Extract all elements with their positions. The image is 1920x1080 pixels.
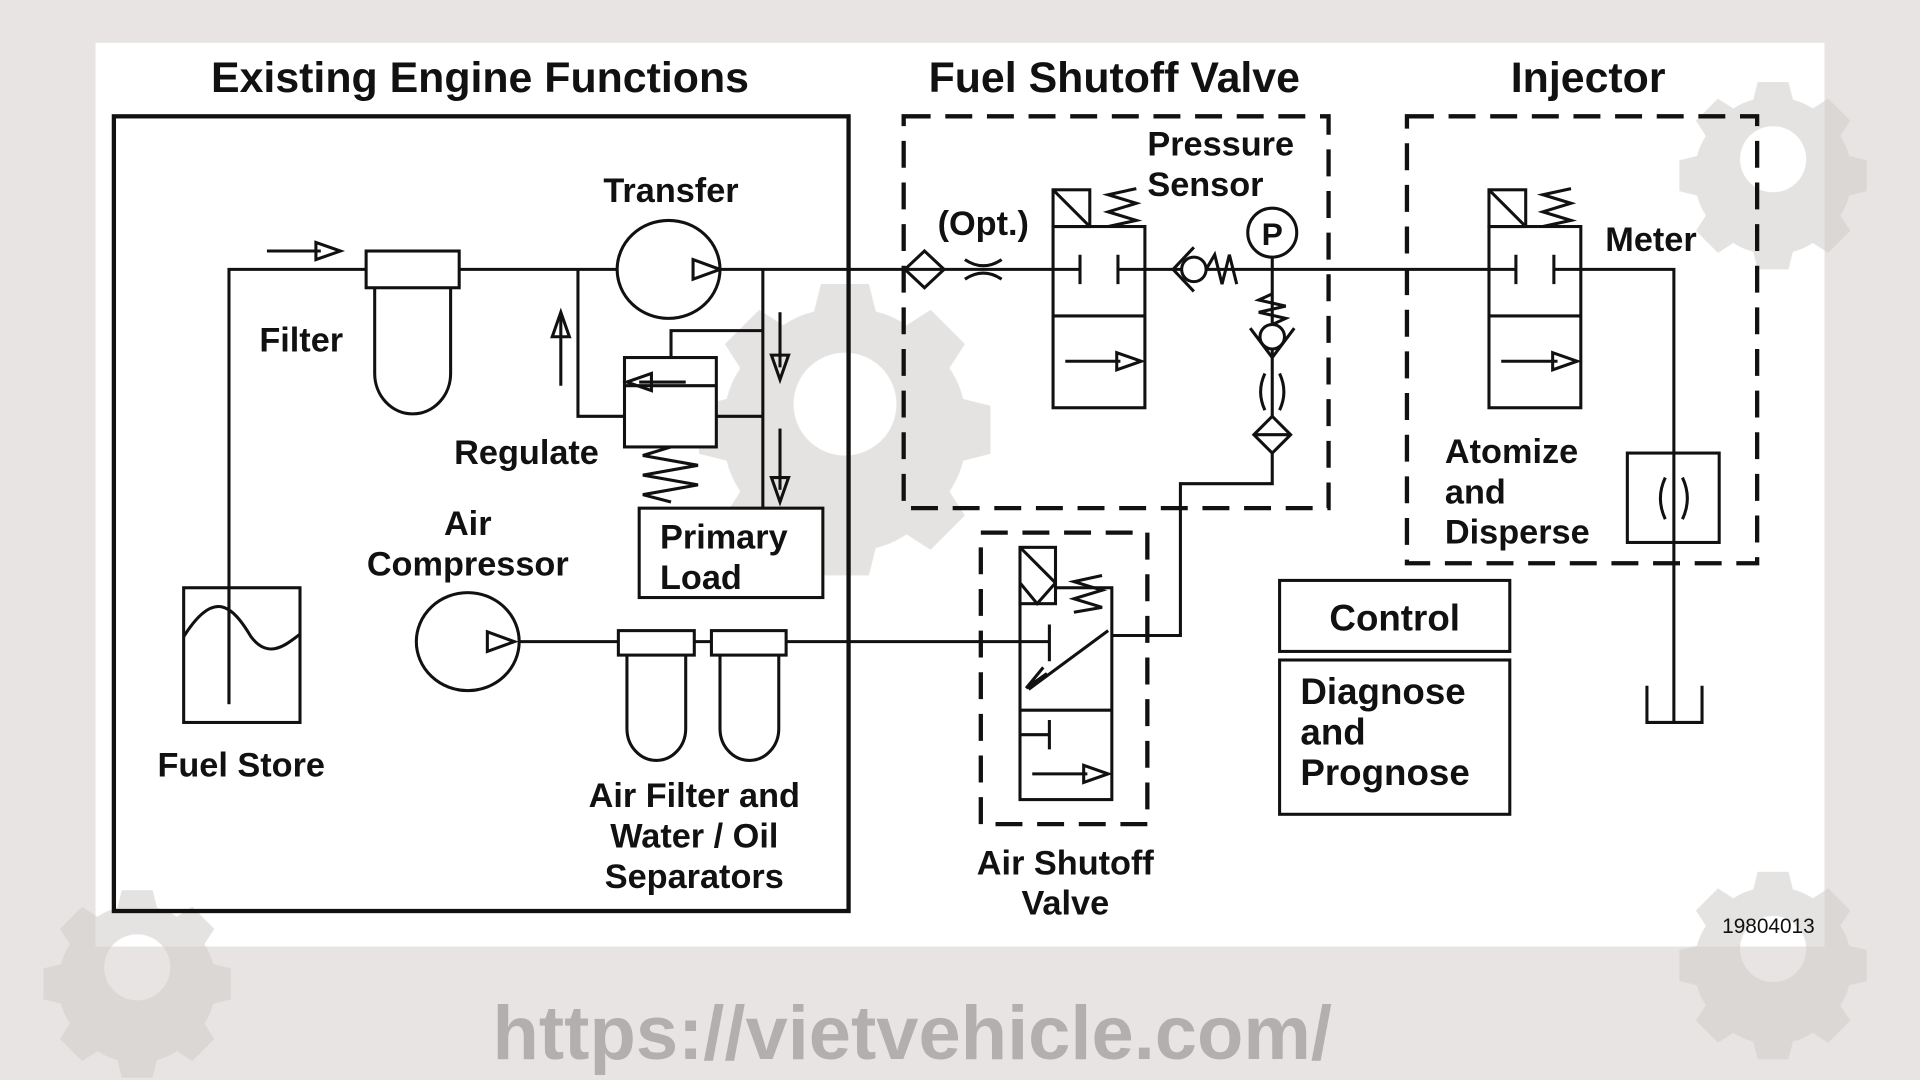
existing-engine-box: [111, 114, 851, 914]
label-regulate: Regulate: [454, 434, 599, 472]
fuel-filter: [364, 249, 461, 416]
fuel-valve-box: [901, 114, 1331, 511]
transfer-pump: [615, 218, 725, 320]
air-filters: [616, 629, 788, 762]
label-air-filter-2: Water / Oil: [610, 817, 778, 855]
label-filter: Filter: [259, 321, 343, 359]
injector-box: [1404, 114, 1760, 566]
label-primary: Primary: [660, 519, 788, 557]
label-control: Control: [1329, 598, 1460, 639]
label-sensor: Sensor: [1147, 166, 1263, 204]
label-air-filter-3: Separators: [605, 858, 784, 896]
watermark-url: https://vietvehicle.com/: [493, 991, 1332, 1076]
air-compressor: [414, 591, 521, 693]
label-transfer: Transfer: [603, 172, 738, 210]
air-shutoff-components: [1018, 545, 1114, 802]
label-compressor: Compressor: [367, 546, 569, 584]
diagram-panel: [95, 42, 1825, 947]
label-disperse: Disperse: [1445, 514, 1590, 552]
label-load: Load: [660, 559, 742, 597]
figure-id: 19804013: [1722, 915, 1815, 938]
label-fuel-store: Fuel Store: [157, 746, 325, 784]
label-air-filter-1: Air Filter and: [589, 777, 800, 815]
label-opt: (Opt.): [938, 205, 1029, 243]
fuel-store-tank: [182, 586, 302, 724]
label-and-1: and: [1445, 473, 1506, 511]
pressure-regulator: [622, 356, 718, 504]
control-box: [1278, 578, 1512, 653]
injector-components: [1487, 187, 1721, 544]
label-prognose: Prognose: [1300, 752, 1469, 793]
label-meter: Meter: [1605, 221, 1696, 259]
section-title-fuel-valve: Fuel Shutoff Valve: [929, 54, 1300, 102]
section-title-injector: Injector: [1511, 54, 1666, 102]
label-air-shutoff-1: Air Shutoff: [977, 844, 1155, 882]
primary-load-box: [637, 506, 825, 600]
fuel-shutoff-components: P: [902, 187, 1299, 456]
label-atomize: Atomize: [1445, 433, 1578, 471]
label-air: Air: [444, 505, 492, 543]
label-pressure: Pressure: [1147, 126, 1294, 164]
label-diagnose: Diagnose: [1300, 671, 1465, 712]
pressure-sensor-p: P: [1262, 216, 1283, 252]
air-valve-box: [978, 530, 1150, 827]
diagnose-box: [1278, 658, 1512, 816]
section-title-existing: Existing Engine Functions: [211, 54, 749, 102]
label-air-shutoff-2: Valve: [1021, 885, 1109, 923]
label-and-2: and: [1300, 711, 1365, 752]
